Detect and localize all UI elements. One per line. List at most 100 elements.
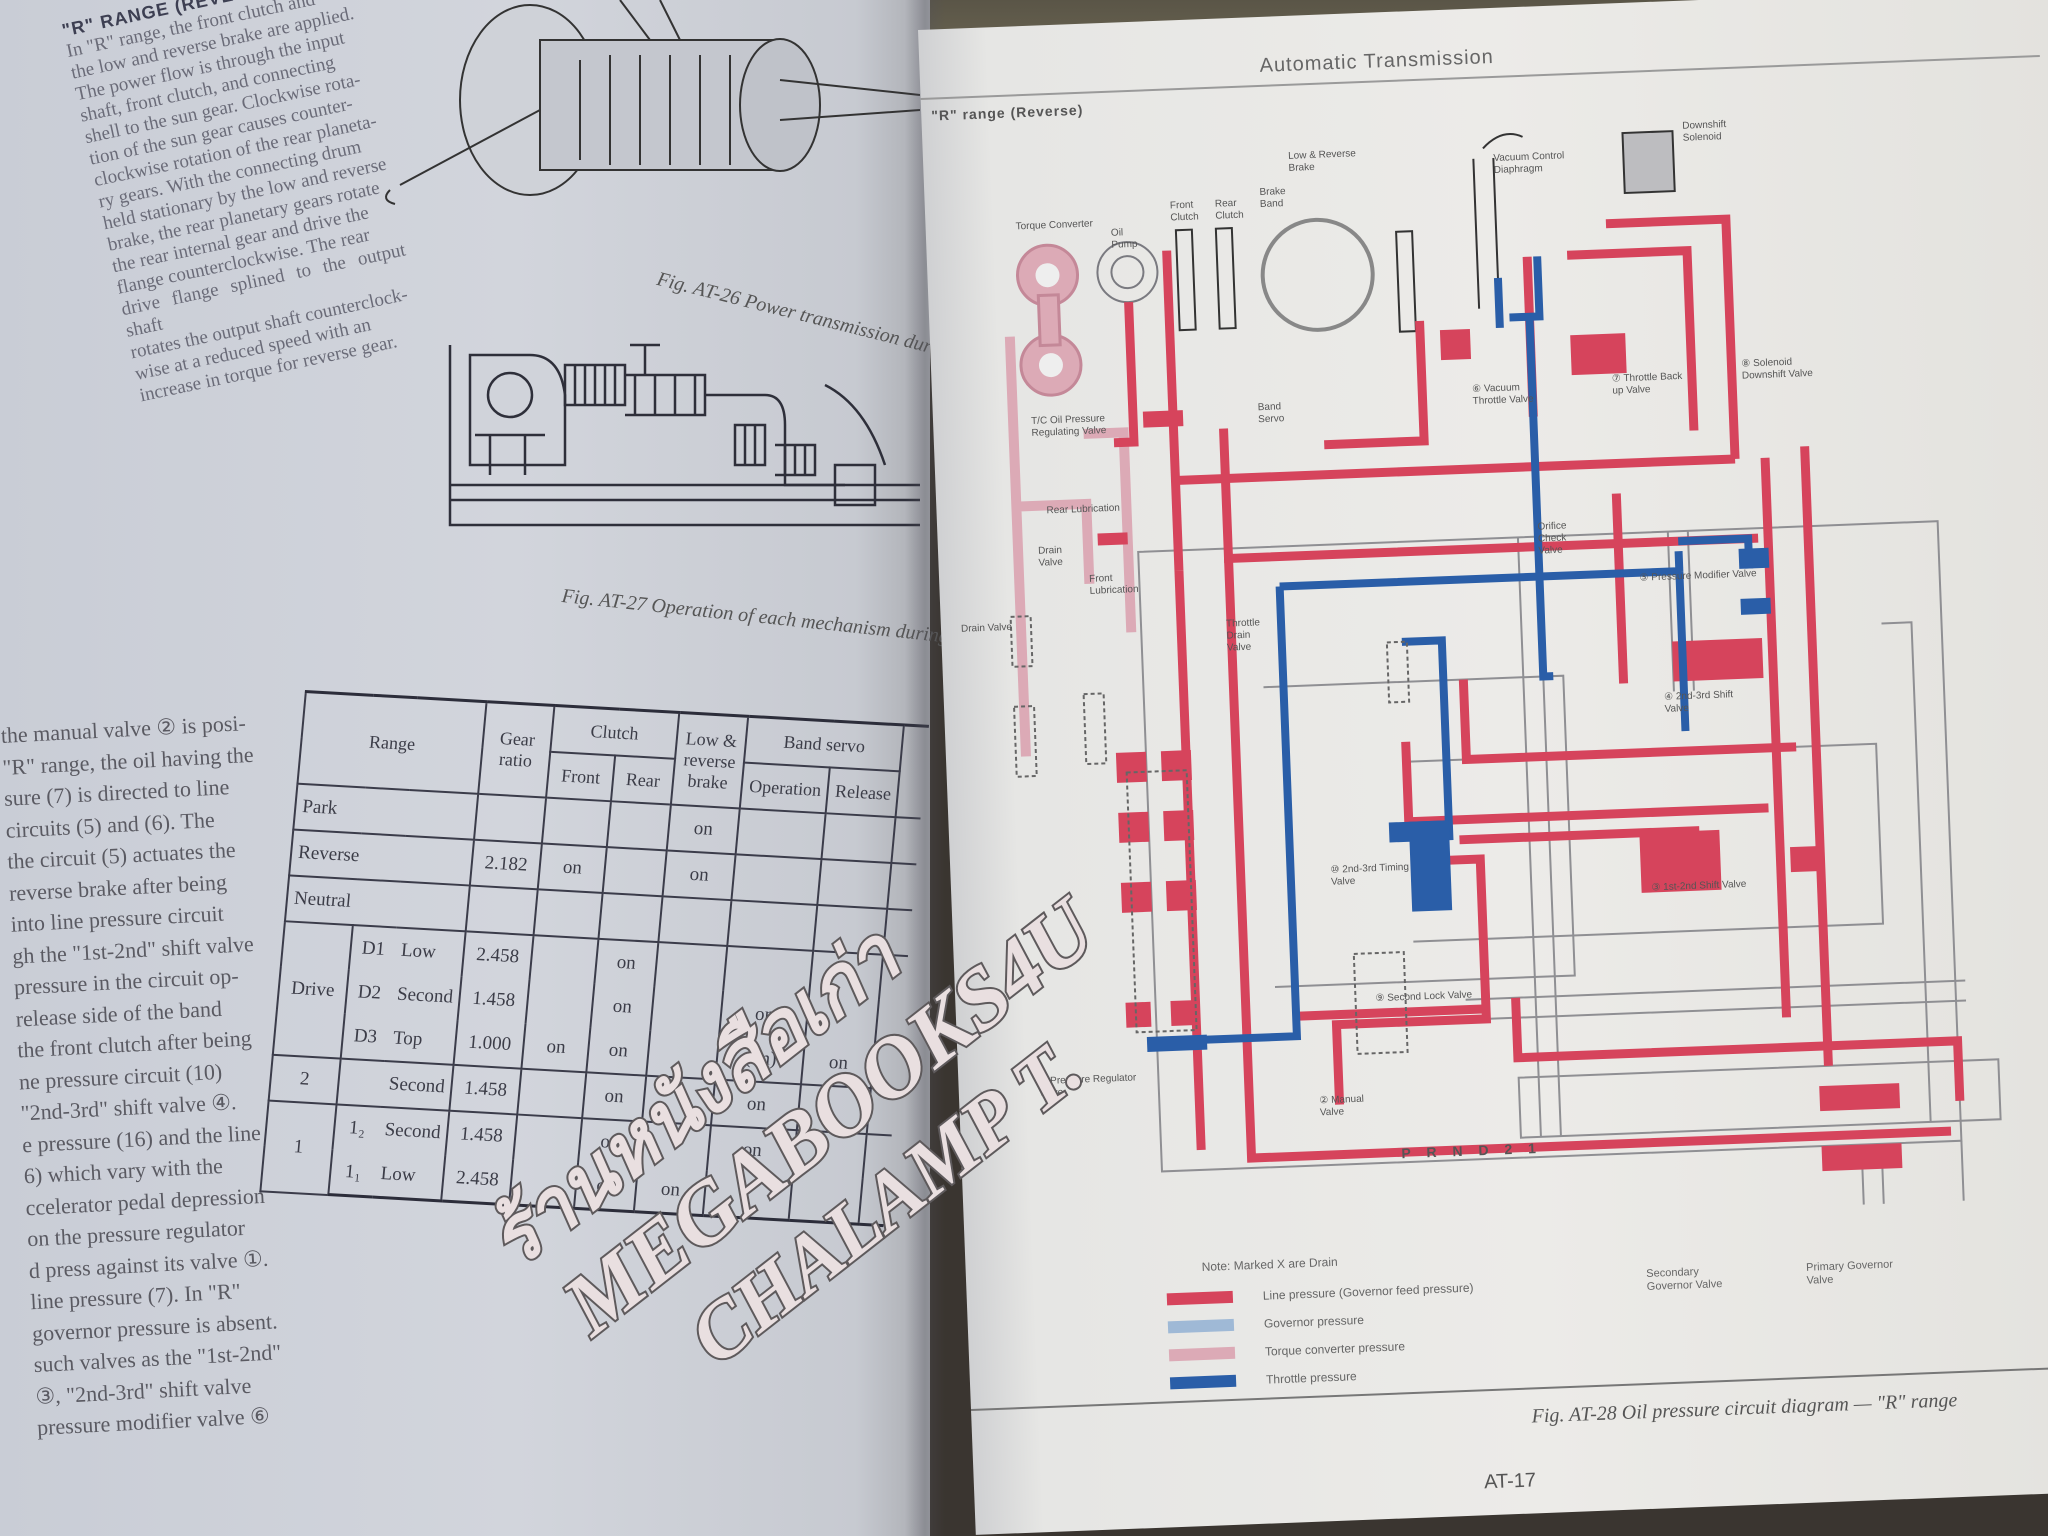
cell-extra [871,1043,900,1090]
header-clutch-front: Front [546,751,616,802]
cell-extra [858,1178,888,1226]
cell-front [529,935,599,984]
cell-front: on [537,843,607,893]
transmission-cutaway-illustration [385,0,920,205]
cell-sub: 1₁ [328,1149,377,1198]
cell-rel [809,950,884,1000]
cell-ratio: 1.458 [449,1064,522,1115]
label-2nd-3rd-timing-valve: ⑩ 2nd-3rd Timing Valve [1330,861,1410,888]
cell-rel: on [801,1039,876,1089]
legend-label: Torque converter pressure [1264,1339,1406,1359]
cell-front [517,1068,587,1119]
cell-gear: Second [389,972,462,1021]
cell-op: on [711,1079,802,1131]
header-gear-ratio: Gear ratio [478,701,555,798]
cell-op: on [719,990,810,1040]
legend-label: Governor pressure [1263,1312,1365,1331]
cell-gear: Second [376,1106,450,1156]
cell-op [727,900,818,951]
cell-front: on [521,1023,591,1073]
label-throttle-backup-valve: ⑦ Throttle Back up Valve [1611,370,1683,397]
cell-ratio: 1.000 [453,1020,526,1069]
cell-rel [793,1130,868,1179]
cell-extra [879,954,908,1001]
left-page: "R" RANGE (REVERSE) In "R" range, the fr… [0,0,1042,1536]
cell-brake [641,1075,716,1126]
cell-ratio: 2.458 [441,1155,514,1205]
header-clutch-rear: Rear [611,755,675,805]
cell-front [533,889,603,939]
cell-sub: D3 [340,1013,390,1062]
cell-brake [637,1121,712,1171]
label-drain-valve-2: Drain Valve [960,621,1013,635]
cell-op [731,854,822,905]
label-pressure-regulator-valve: ① Pressure Regulator Valve [1038,1072,1137,1100]
reverse-range-description: "R" RANGE (REVERSE) In "R" range, the fr… [60,0,426,407]
header-clutch: Clutch [550,705,679,759]
cell-ratio [465,885,538,936]
operation-table: Range Gear ratio Clutch Low & reverse br… [259,690,929,1227]
cell-op: on [707,1125,798,1176]
cell-brake [653,942,728,991]
cell-op [703,1170,794,1221]
cell-op [723,945,814,996]
cell-op: (on) [715,1034,806,1085]
cell-front [509,1159,579,1209]
cell-extra [867,1088,896,1136]
right-page: Automatic Transmission "R" range (Revers… [918,0,2048,1535]
cell-sub: D1 [348,925,398,973]
cell-brake: on [633,1166,708,1216]
header-band-operation: Operation [740,762,831,814]
cell-rel [813,904,888,955]
cell-op [736,808,827,860]
cell-ratio: 2.458 [461,931,534,980]
header-band-release: Release [826,767,901,818]
label-low-reverse-brake: Low & Reverse Brake [1287,148,1357,174]
cell-rear [606,801,671,851]
label-vacuum-throttle-valve: ⑥ Vacuum Throttle Valve [1471,382,1534,407]
cell-ratio: 1.458 [457,976,530,1024]
cell-gear: Low [372,1151,446,1201]
cell-rear: on [574,1162,638,1212]
label-orifice-check-valve: Orifice Check Valve [1537,520,1567,557]
cell-rel [797,1084,872,1135]
legend-note: Note: Marked X are Drain [1201,1254,1338,1275]
label-manual-valve: ② Manual Valve [1319,1093,1365,1119]
cell-rear [598,892,663,943]
cell-ratio: 1.458 [445,1110,518,1160]
swatch-torque-converter-pressure [1168,1346,1236,1362]
cell-extra [863,1134,892,1181]
cell-front [513,1114,583,1163]
cell-gear: Second [380,1061,454,1111]
label-rear-clutch: Rear Clutch [1214,197,1244,222]
fig-28-caption: Fig. AT-28 Oil pressure circuit diagram … [1531,1389,1958,1428]
label-front-lubrication: Front Lubrication [1089,572,1139,597]
cell-brake: on [666,804,741,855]
page-number: AT-17 [1483,1469,1537,1494]
cell-rel [821,813,896,864]
running-header: Automatic Transmission [1259,45,1495,77]
label-throttle-drain-valve: Throttle Drain Valve [1225,617,1261,654]
cell-extra [875,1000,904,1045]
cell-brake [645,1030,720,1080]
swatch-line-pressure [1166,1290,1234,1306]
label-2nd-3rd-shift-valve: ④ 2nd-3rd Shift Valve [1663,689,1734,715]
cell-gear: Top [384,1016,458,1065]
cell-rear: on [594,938,659,987]
header-low-reverse-brake: Low & reverse brake [670,712,749,809]
label-brake-band: Brake Band [1259,186,1286,210]
cell-sub: 1₂ [332,1104,381,1152]
label-front-clutch: Front Clutch [1169,199,1199,224]
cell-rear [602,847,667,897]
label-primary-governor: Primary Governor Valve [1805,1258,1894,1287]
mechanism-cross-section-illustration [448,343,920,527]
cell-rear: on [578,1118,642,1167]
label-secondary-governor: Secondary Governor Valve [1646,1265,1723,1293]
label-band-servo: Band Servo [1257,401,1285,426]
cell-range: 2 [268,1054,341,1105]
diagram-legend: Note: Marked X are Drain Line pressure (… [1165,1250,1477,1398]
cell-range: Drive [272,921,353,1059]
cell-rel [817,859,892,909]
cell-rear: on [586,1027,650,1076]
cell-gear: Low [393,927,466,977]
